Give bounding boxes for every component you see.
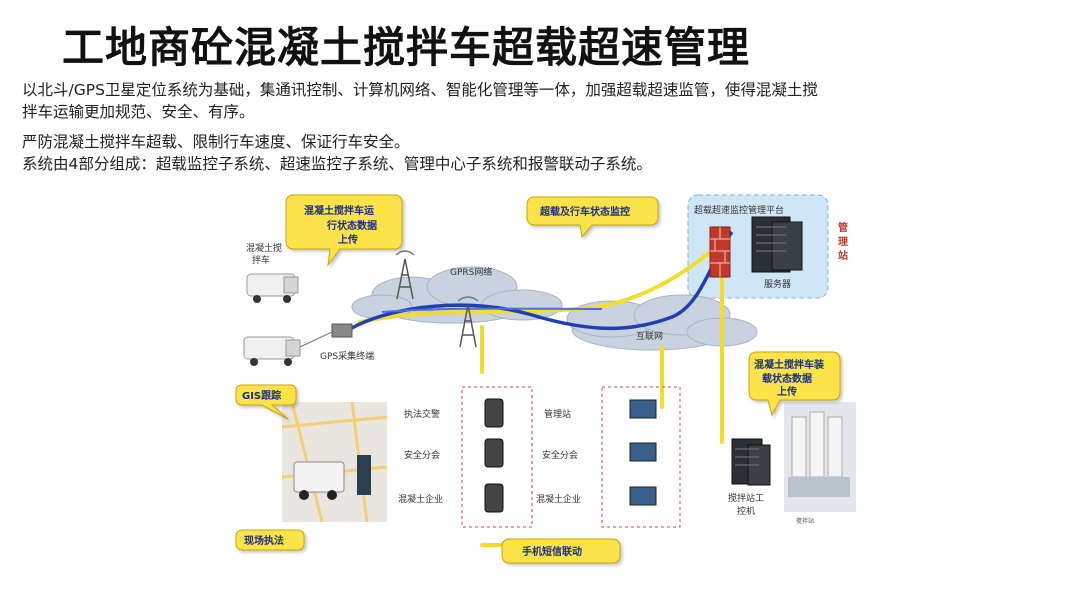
- pc-label-2: 安全分会: [542, 449, 578, 461]
- gsm-tower-icon: [395, 250, 415, 300]
- phone-label-3: 混凝土企业: [398, 493, 443, 505]
- mixing-plant-image: [784, 402, 856, 512]
- onsite-label: 现场执法: [244, 534, 284, 547]
- pc-icon: [629, 486, 657, 506]
- gis-label: GIS跟踪: [242, 389, 281, 402]
- upload-callout: [285, 194, 403, 267]
- intro-line-2: 拌车运输更加规范、安全、有序。: [22, 103, 255, 121]
- plant-pc-label-2: 控机: [737, 505, 755, 517]
- pc-label-3: 混凝土企业: [536, 493, 581, 505]
- truck-label-2: 拌车: [252, 254, 270, 266]
- internet-label: 互联网: [636, 331, 663, 342]
- phone-icon: [484, 483, 504, 513]
- server-label: 服务器: [764, 278, 791, 290]
- gis-callout: [235, 384, 297, 420]
- upload-label-2: 行状态数据: [326, 219, 377, 232]
- phone-label-2: 安全分会: [404, 449, 440, 461]
- mgmt-station-2: 理: [838, 236, 848, 248]
- server-icon: [751, 216, 803, 273]
- gps-terminal-icon: [331, 323, 353, 338]
- plant-caption: 搅拌站: [796, 517, 814, 525]
- truck-icon: [246, 273, 299, 303]
- plant-upload-label-3: 上传: [777, 385, 797, 398]
- phone-icon: [484, 398, 504, 428]
- pc-box: [601, 386, 681, 528]
- intro-line-1: 以北斗/GPS卫星定位系统为基础，集通讯控制、计算机网络、智能化管理等一体，加强…: [22, 81, 818, 99]
- overload-callout: [526, 196, 659, 239]
- system-diagram: 混凝土搅拌车运 行状态数据 上传 超载及行车状态监控 混凝土搅拌车装 载状态数据…: [235, 194, 856, 564]
- truck-icon: [243, 336, 301, 366]
- sms-label: 手机短信联动: [522, 545, 582, 558]
- pc-label-1: 管理站: [544, 408, 571, 420]
- mgmt-station-3: 站: [838, 249, 848, 262]
- gis-map-image: [281, 401, 388, 523]
- gprs-tower-icon: [457, 296, 479, 348]
- mobile-box: [461, 386, 533, 528]
- plant-pc-label-1: 搅拌站工: [728, 492, 764, 504]
- platform-label: 超载超速监控管理平台: [694, 204, 784, 216]
- gprs-net-label: GPRS网络: [450, 266, 492, 278]
- pc-icon: [629, 442, 657, 462]
- firewall-icon: [709, 226, 731, 278]
- pc-icon: [629, 399, 657, 419]
- upload-label-1: 混凝土搅拌车运: [304, 204, 374, 217]
- internet-link: [381, 307, 603, 313]
- sms-callout: [501, 538, 621, 564]
- mgmt-station-1: 管: [838, 221, 848, 234]
- phone-label-1: 执法交警: [404, 408, 440, 420]
- plant-upload-label-2: 载状态数据: [762, 372, 812, 385]
- components-line: 系统由4部分组成：超载监控子系统、超速监控子系统、管理中心子系统和报警联动子系统…: [22, 155, 652, 173]
- gps-terminal-label: GPS采集终端: [320, 350, 374, 362]
- truck-label-1: 混凝土搅: [246, 242, 282, 254]
- gprs-link: [349, 230, 734, 331]
- plant-computer-icon: [731, 438, 771, 486]
- phone-icon: [484, 438, 504, 468]
- upload-label-3: 上传: [338, 233, 358, 246]
- overload-label: 超载及行车状态监控: [539, 205, 630, 218]
- plant-upload-label-1: 混凝土搅拌车装: [754, 358, 824, 371]
- onsite-callout: [235, 529, 305, 551]
- plant-upload-callout: [748, 351, 841, 417]
- goal-line: 严防混凝土搅拌车超载、限制行车速度、保证行车安全。: [22, 133, 410, 151]
- slide-title: 工地商砼混凝土搅拌车超载超速管理: [62, 23, 751, 72]
